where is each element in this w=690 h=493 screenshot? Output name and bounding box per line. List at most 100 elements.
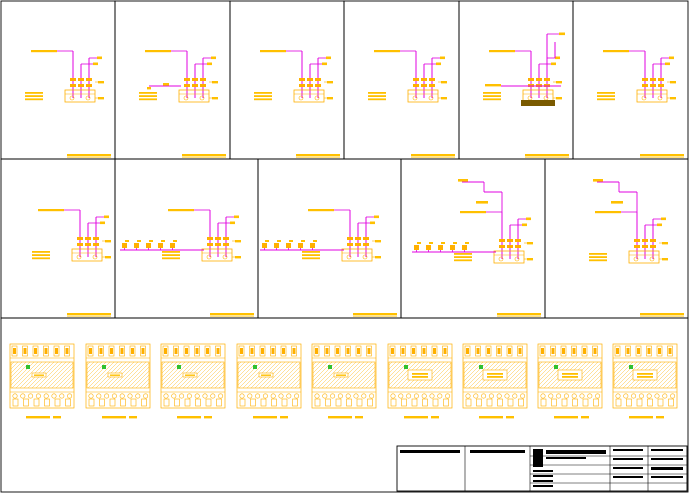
column-symbol — [464, 345, 471, 357]
hatch-line — [238, 362, 246, 370]
fixture-tag — [161, 240, 165, 242]
grid-bubble — [67, 393, 73, 399]
hatch-line — [238, 362, 254, 378]
valve-symbol — [77, 237, 83, 240]
diagram-label — [145, 50, 171, 53]
grid-bubble — [20, 393, 26, 399]
grid-bubble — [127, 393, 133, 399]
column-fill — [572, 348, 576, 354]
plan-caption — [629, 416, 653, 419]
grid-bubble — [210, 393, 216, 399]
equipment-label — [261, 374, 271, 376]
hatch-line — [646, 362, 674, 388]
hatch-line — [11, 362, 31, 382]
grid-bubble — [563, 393, 569, 399]
title-field — [533, 475, 553, 477]
grid-bubble — [255, 393, 261, 399]
floor-plan — [612, 343, 678, 419]
pipe-tag — [147, 87, 151, 90]
pump-symbol — [514, 256, 520, 262]
valve-symbol — [642, 84, 648, 87]
valve-symbol — [215, 243, 221, 246]
valve-symbol — [355, 237, 361, 240]
hatch-line — [353, 366, 375, 388]
plan-caption — [479, 416, 503, 419]
column-fill — [616, 348, 619, 354]
column-symbol — [582, 398, 589, 407]
panel-title-bar — [67, 154, 111, 157]
pump-symbol — [199, 95, 205, 101]
fixture-symbol — [262, 243, 267, 248]
hatch-line — [87, 362, 107, 382]
column-fill — [185, 348, 188, 354]
pump-symbol — [649, 256, 655, 262]
legend-bar — [483, 95, 501, 97]
valve-symbol — [78, 84, 84, 87]
legend-bar — [302, 254, 320, 256]
pump-symbol — [222, 254, 228, 260]
pipe-tag — [104, 215, 109, 219]
hatch-line — [425, 362, 451, 388]
hatch-line — [15, 362, 43, 388]
column-symbol — [550, 345, 556, 357]
tank-box — [636, 89, 668, 103]
pipe-tag — [207, 62, 212, 66]
title-field — [651, 476, 683, 478]
plan-scale — [581, 416, 589, 419]
valve-symbol — [528, 78, 534, 81]
grid-bubble — [119, 393, 125, 399]
column-fill — [131, 348, 134, 354]
hatch-line — [11, 362, 39, 388]
hatch-line — [614, 362, 634, 382]
hatch-line — [587, 374, 601, 388]
valve-symbol — [78, 78, 84, 81]
valve-symbol — [93, 237, 99, 240]
pipe-tag — [485, 84, 501, 87]
hatch-line — [55, 370, 73, 388]
diagram-label — [603, 50, 629, 53]
marker — [404, 365, 408, 369]
hatch-line — [39, 362, 67, 388]
hatch-area — [464, 362, 526, 388]
column-symbol — [635, 345, 642, 357]
legend-bar — [32, 254, 50, 256]
grid-bubble — [270, 393, 276, 399]
grid-bubble — [28, 393, 34, 399]
valve-symbol — [515, 239, 521, 242]
hatch-area — [162, 362, 224, 388]
riser-diagram-panel — [589, 179, 684, 317]
hatch-line — [266, 362, 294, 388]
pipe-tag — [559, 32, 565, 36]
legend-bar — [454, 259, 472, 262]
legend-bar — [368, 98, 386, 101]
pump-symbol — [657, 95, 663, 101]
valve-symbol — [355, 243, 361, 246]
title-field — [533, 470, 553, 472]
column-symbol — [561, 398, 568, 407]
plan-scale — [355, 416, 363, 419]
valve-symbol — [192, 78, 198, 81]
pipe-tag — [326, 56, 331, 60]
grid-bubble — [638, 393, 644, 399]
column-symbol — [615, 398, 622, 407]
hatch-line — [365, 378, 375, 388]
column-symbol — [335, 398, 342, 407]
column-symbol — [129, 345, 136, 357]
grid-bubble — [623, 393, 629, 399]
pipe-tag — [657, 223, 662, 227]
equipment-label — [34, 374, 44, 376]
column-fill — [325, 348, 329, 354]
hatch-line — [127, 366, 149, 388]
hatch-border — [538, 361, 602, 389]
legend-bar — [254, 92, 272, 94]
column-symbol — [12, 398, 19, 407]
hatch-line — [508, 370, 526, 388]
grid-bubble — [35, 393, 41, 399]
column-symbol — [422, 398, 428, 407]
pipe-tag — [234, 215, 239, 219]
pipe-tag — [100, 221, 105, 225]
column-symbol — [281, 398, 288, 407]
plan-scale — [431, 416, 439, 419]
grid-bubble — [654, 393, 660, 399]
riser-diagram-panel — [412, 179, 541, 317]
